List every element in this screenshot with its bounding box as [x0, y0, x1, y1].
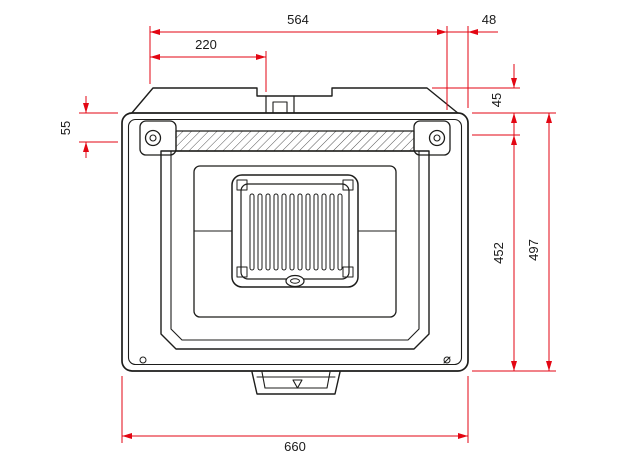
- hatched-strip: [175, 130, 415, 152]
- grate-handle-pin: [290, 278, 300, 284]
- grate-slots: [249, 193, 343, 271]
- dimension-label-top-left: 220: [195, 37, 217, 52]
- mounting-bracket-right: [413, 120, 451, 156]
- dimension-label-right-upper: 45: [489, 93, 504, 107]
- bolt-center-icon: [433, 134, 441, 142]
- dimension-label-top-right-offset: 48: [482, 12, 496, 27]
- dimension-label-left-side: 55: [58, 121, 73, 135]
- dimension-lines: [79, 26, 556, 443]
- dimension-label-top-outer: 564: [287, 12, 309, 27]
- grate-corner-tab: [236, 179, 248, 191]
- firebox-outer-wall: [160, 150, 430, 350]
- stove-body-drawing: [121, 87, 469, 395]
- firebox-inner-wall: [170, 150, 420, 341]
- bolt-icon: [428, 129, 446, 147]
- bolt-center-icon: [149, 134, 157, 142]
- grate-corner-tab: [236, 266, 248, 278]
- dimension-label-right-total-depth: 497: [526, 239, 541, 261]
- firebox-floor-plate: [193, 165, 397, 318]
- inner-frame-line: [127, 118, 463, 366]
- alignment-mark-icon: [292, 379, 303, 389]
- ash-grate: [231, 174, 359, 288]
- grate-corner-tab: [342, 266, 354, 278]
- rear-hood: [130, 87, 460, 115]
- screw-icon: [139, 356, 147, 364]
- mounting-bracket-left: [139, 120, 177, 156]
- screw-slot-icon: [443, 356, 451, 364]
- grate-corner-tab: [342, 179, 354, 191]
- dimension-labels: 564 48 220 55 45 452 497 660: [58, 12, 541, 454]
- bolt-icon: [144, 129, 162, 147]
- front-handle-housing: [251, 371, 341, 395]
- dimension-label-right-inner-depth: 452: [491, 242, 506, 264]
- screw-icon: [443, 356, 451, 364]
- dimension-label-bottom-total-width: 660: [284, 439, 306, 454]
- grate-handle: [285, 274, 305, 288]
